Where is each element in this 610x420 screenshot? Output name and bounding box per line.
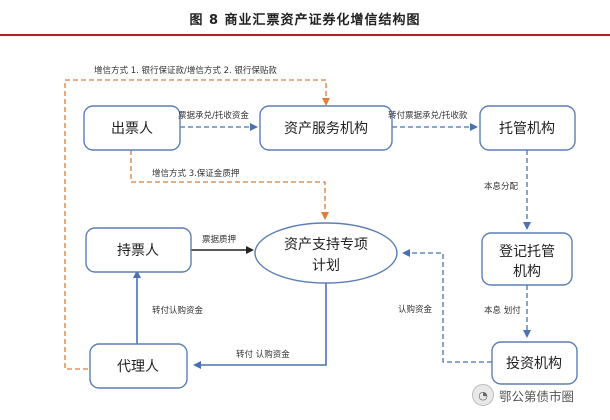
label-subscription-transfer-left: 转付 认购资金	[236, 349, 290, 360]
node-plan-label-line1: 资产支持专项	[284, 237, 368, 253]
wechat-icon: ◔	[472, 384, 494, 406]
title-rule	[0, 34, 610, 36]
node-plan: 资产支持专项 计划	[254, 222, 398, 284]
edge-subscription	[402, 249, 492, 363]
node-plan-label-line2: 计划	[312, 258, 340, 274]
node-investor: 投资机构	[491, 341, 578, 385]
edge-subscription-transfer-left	[193, 283, 327, 369]
node-asset-service: 资产服务机构	[259, 105, 393, 151]
node-custodian: 托管机构	[479, 105, 576, 151]
figure-title: 图 8 商业汇票资产证券化增信结构图	[189, 13, 421, 28]
label-subscription-transfer-up: 转付认购资金	[152, 305, 204, 316]
node-agent-label: 代理人	[117, 359, 159, 375]
label-bill-acceptance: 票据承兑/托收资金	[178, 110, 249, 121]
edge-credit-method-3	[130, 150, 329, 220]
edge-credit-method-1-2	[64, 79, 330, 370]
node-holder: 持票人	[85, 227, 192, 273]
node-investor-label: 投资机构	[506, 356, 562, 372]
label-credit-method-1-2: 增信方式 1. 银行保证款/增信方式 2. 银行保贴款	[94, 65, 277, 76]
node-issuer: 出票人	[83, 105, 181, 151]
label-transfer-bill: 转付票据承兑/托收款	[388, 110, 468, 121]
node-asset-service-label: 资产服务机构	[284, 121, 368, 137]
label-credit-method-3: 增信方式 3.保证金质押	[152, 168, 239, 179]
watermark-text: 鄂公第债市圈	[499, 388, 575, 404]
label-interest-distribution: 本息分配	[484, 181, 519, 192]
node-issuer-label: 出票人	[111, 121, 153, 137]
label-principal-payment: 本息 划付	[484, 305, 521, 316]
label-subscription: 认购资金	[398, 304, 433, 315]
node-holder-label: 持票人	[117, 243, 159, 259]
node-registrar-label-line2: 机构	[513, 264, 541, 280]
node-registrar-label-line1: 登记托管	[499, 244, 555, 260]
node-agent: 代理人	[89, 343, 188, 389]
label-bill-pledge: 票据质押	[202, 234, 236, 245]
watermark: ◔ 鄂公第债市圈	[472, 384, 574, 406]
node-registrar: 登记托管 机构	[481, 232, 573, 286]
node-custodian-label: 托管机构	[499, 121, 555, 137]
